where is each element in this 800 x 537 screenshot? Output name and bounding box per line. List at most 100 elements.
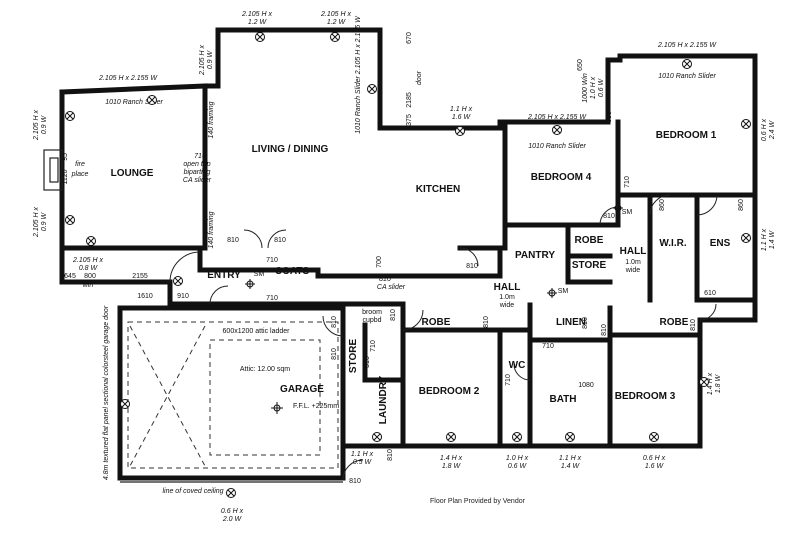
svg-text:1080: 1080 — [578, 382, 594, 389]
svg-text:2.105 H x: 2.105 H x — [241, 11, 272, 18]
svg-text:open top: open top — [183, 161, 210, 168]
light-icon — [65, 215, 75, 225]
svg-text:650: 650 — [577, 59, 584, 71]
svg-text:710: 710 — [542, 343, 554, 350]
label-broom: broom — [362, 309, 382, 316]
svg-text:700: 700 — [376, 256, 383, 268]
light-icon — [255, 32, 265, 42]
notes: 710 open top biparting CA slider 140 fra… — [83, 70, 633, 505]
light-icon — [455, 126, 465, 136]
svg-text:810: 810 — [690, 319, 697, 331]
label-bedroom2: BEDROOM 2 — [419, 386, 480, 397]
svg-text:2.105 H x: 2.105 H x — [199, 45, 206, 76]
light-icon — [372, 432, 382, 442]
svg-text:1010 Ranch Slider 2.105 H x 2.: 1010 Ranch Slider 2.105 H x 2.155 W — [355, 15, 362, 134]
svg-text:510: 510 — [364, 356, 371, 368]
exterior-walls — [59, 27, 758, 481]
svg-text:1010 Ranch Slider: 1010 Ranch Slider — [528, 143, 586, 150]
svg-text:650: 650 — [606, 111, 613, 123]
svg-text:710: 710 — [194, 153, 206, 160]
svg-text:140 framing: 140 framing — [208, 211, 215, 248]
light-icon — [565, 432, 575, 442]
svg-text:810: 810 — [331, 348, 338, 360]
label-living: LIVING / DINING — [252, 144, 329, 155]
svg-text:4.8m textured flat panel secti: 4.8m textured flat panel sectional color… — [103, 305, 110, 480]
label-laundry: LAUNDRY — [378, 375, 389, 424]
svg-text:2.105 H x: 2.105 H x — [33, 110, 40, 141]
light-icon — [512, 432, 522, 442]
svg-text:2.105 H x 2.155 W: 2.105 H x 2.155 W — [98, 75, 158, 82]
light-icon — [226, 488, 236, 498]
label-linen: LINEN — [556, 317, 586, 328]
svg-text:SM: SM — [254, 271, 265, 278]
svg-text:place: place — [71, 171, 89, 178]
smoke-detector-icon — [613, 203, 623, 213]
label-robe1: ROBE — [575, 235, 604, 246]
svg-text:810: 810 — [483, 316, 490, 328]
svg-text:0.9 W: 0.9 W — [41, 114, 48, 134]
svg-text:1610: 1610 — [137, 293, 153, 300]
svg-text:95: 95 — [62, 153, 69, 161]
svg-text:line of coved ceiling: line of coved ceiling — [162, 488, 223, 495]
svg-text:1.4 W: 1.4 W — [769, 229, 776, 249]
svg-text:710: 710 — [505, 374, 512, 386]
light-icon — [552, 125, 562, 135]
label-hall2: HALL — [494, 282, 521, 293]
svg-text:810: 810 — [227, 237, 239, 244]
label-hall1: HALL — [620, 246, 647, 257]
svg-text:2.4 W: 2.4 W — [769, 119, 776, 140]
svg-text:1.1 H x: 1.1 H x — [761, 228, 768, 251]
ffl-marker-icon — [271, 402, 283, 414]
svg-text:1.8 W: 1.8 W — [442, 463, 462, 470]
fireplace: fire place — [43, 149, 89, 191]
svg-text:800: 800 — [84, 273, 96, 280]
svg-text:810: 810 — [274, 237, 286, 244]
svg-text:2.105 H x: 2.105 H x — [320, 11, 351, 18]
svg-text:910: 910 — [177, 293, 189, 300]
svg-text:F.F.L. +225mm: F.F.L. +225mm — [293, 403, 339, 410]
svg-text:1.2 W: 1.2 W — [248, 19, 268, 26]
light-icon — [741, 119, 751, 129]
svg-text:810: 810 — [331, 316, 338, 328]
svg-text:860: 860 — [738, 199, 745, 211]
svg-text:0.8 W: 0.8 W — [79, 265, 99, 272]
light-icon — [741, 233, 751, 243]
svg-text:1.6 W: 1.6 W — [645, 463, 665, 470]
smoke-detector-icon — [547, 288, 557, 298]
label-bedroom4: BEDROOM 4 — [531, 172, 592, 183]
light-icon — [699, 377, 709, 387]
svg-text:1.1 H x: 1.1 H x — [559, 455, 582, 462]
label-cupbd: cupbd — [362, 317, 381, 324]
label-store1: STORE — [572, 260, 607, 271]
label-lounge: LOUNGE — [111, 168, 154, 179]
label-bedroom3: BEDROOM 3 — [615, 391, 676, 402]
svg-text:1.0 H x: 1.0 H x — [590, 76, 597, 99]
svg-text:1010 Ranch Slider: 1010 Ranch Slider — [105, 99, 163, 106]
light-icon — [649, 432, 659, 442]
svg-text:1.1 H x: 1.1 H x — [351, 451, 374, 458]
svg-text:Attic: 12.00 sqm: Attic: 12.00 sqm — [240, 366, 290, 373]
svg-text:860: 860 — [659, 199, 666, 211]
svg-text:win: win — [83, 282, 94, 289]
svg-text:2185: 2185 — [406, 92, 413, 108]
svg-text:1.4 H x: 1.4 H x — [707, 372, 714, 395]
label-store2: STORE — [348, 339, 359, 374]
label-garage: GARAGE — [280, 384, 324, 395]
light-icon — [173, 276, 183, 286]
svg-text:710: 710 — [370, 340, 377, 352]
svg-text:2.105 H x 2.155 W: 2.105 H x 2.155 W — [527, 114, 587, 121]
svg-text:810: 810 — [387, 449, 394, 461]
svg-text:2.105 H x: 2.105 H x — [33, 207, 40, 238]
label-bath: BATH — [549, 394, 576, 405]
label-robe3: ROBE — [660, 317, 689, 328]
svg-text:1.8 W: 1.8 W — [715, 373, 722, 393]
svg-text:1.1 H x: 1.1 H x — [450, 106, 473, 113]
room-labels: LOUNGE LIVING / DINING KITCHEN BEDROOM 4… — [111, 130, 731, 424]
svg-text:1.0 H x: 1.0 H x — [506, 455, 529, 462]
svg-text:0.9 W: 0.9 W — [207, 49, 214, 69]
svg-text:0.6 H x: 0.6 H x — [643, 455, 666, 462]
svg-text:810: 810 — [349, 478, 361, 485]
svg-text:fire: fire — [75, 161, 85, 168]
label-ens: ENS — [710, 238, 731, 249]
